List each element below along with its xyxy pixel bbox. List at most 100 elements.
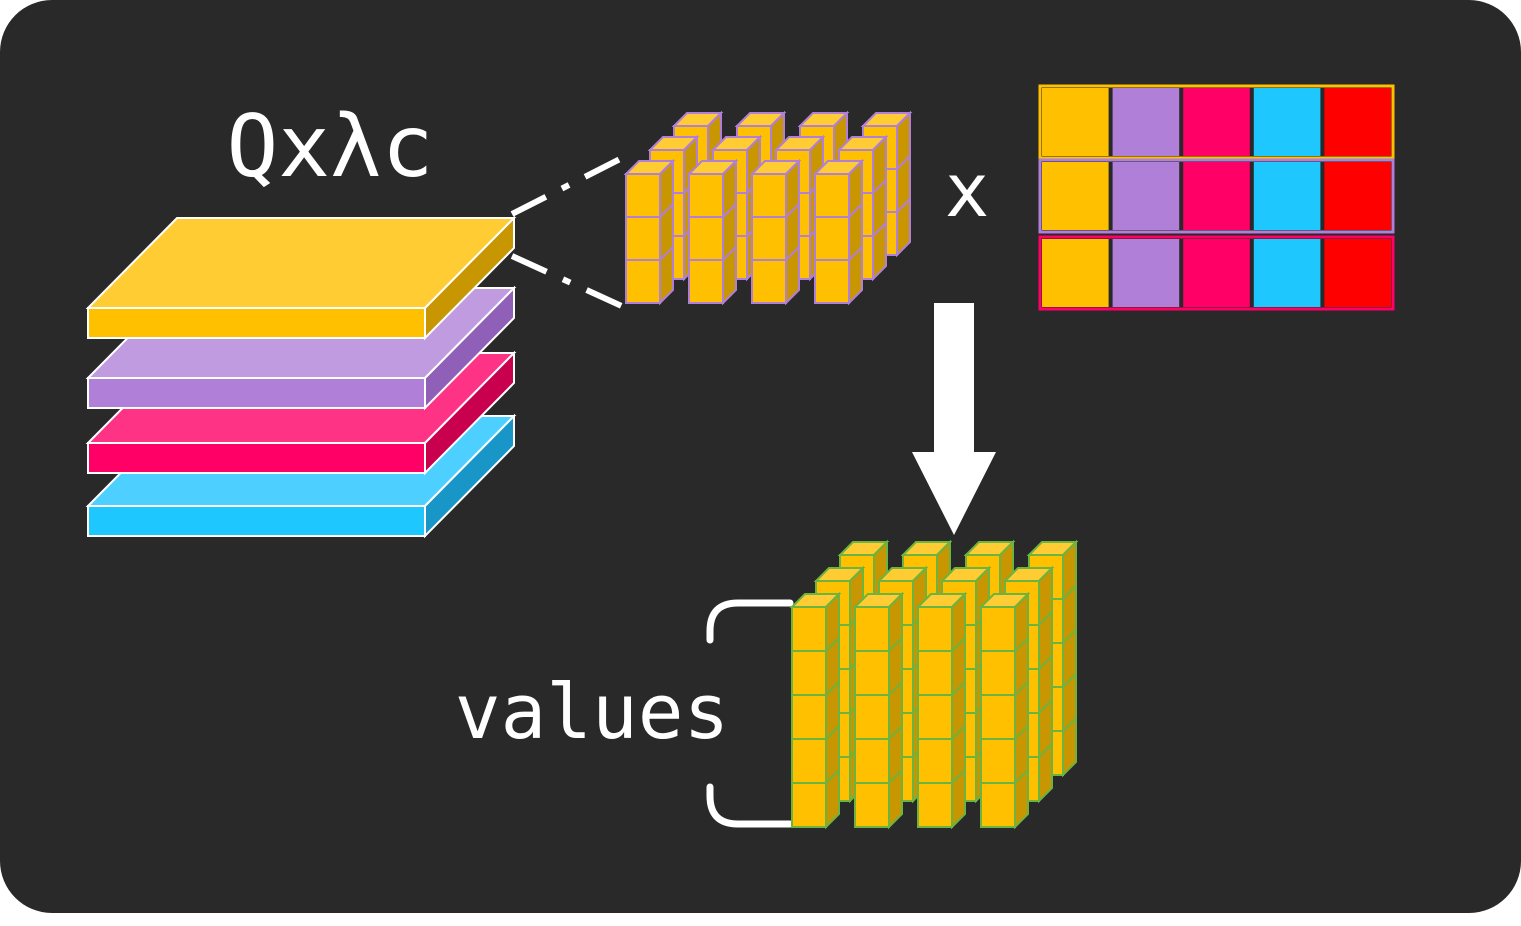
block-side-divider [888,769,903,784]
matrix-row [1038,84,1395,160]
block-side-face [825,591,840,830]
block-side-divider [659,160,674,175]
block-cell [791,738,827,784]
block-side-divider [833,112,848,127]
block-cell [917,650,953,696]
layer-front-face [87,307,426,339]
layer-stack [85,215,517,539]
matrix-cell [1042,88,1109,156]
block-cell [688,216,724,261]
block-side-divider [809,136,824,151]
block-side-divider [872,222,887,237]
block-side-face [951,591,966,830]
query-cube [623,110,913,306]
block-cell [625,216,661,261]
matrix-row-border [1038,158,1395,234]
block-side-face [1038,565,1053,804]
block-cell [791,606,827,652]
block-cell [688,173,724,218]
block-side-divider [1038,567,1053,582]
block-side-divider [888,637,903,652]
block-cell [980,782,1016,828]
block-side-divider [896,198,911,213]
block-cell [814,216,850,261]
block-side-divider [1038,655,1053,670]
block-column [915,591,968,830]
matrix-cell [1324,88,1391,156]
block-side-divider [1062,717,1077,732]
matrix-cell [1183,88,1250,156]
connector-line-top [510,153,628,217]
block-side-divider [770,112,785,127]
block-column [749,158,802,306]
block-side-divider [707,112,722,127]
block-cell [854,738,890,784]
query-label: Qxλc [226,97,433,197]
block-column [978,591,1031,830]
layer-front-face [87,377,426,409]
block-side-divider [1038,611,1053,626]
block-side-divider [896,155,911,170]
block-side-divider [722,160,737,175]
block-column [812,158,865,306]
block-side-divider [848,203,863,218]
block-cell [625,259,661,304]
connector-lines [510,153,628,311]
block-side-divider [722,246,737,261]
block-cell [917,606,953,652]
block-side-divider [825,725,840,740]
block-cell [791,694,827,740]
block-side-divider [873,541,888,556]
block-cell [791,782,827,828]
block-cell [917,782,953,828]
block-side-divider [1014,725,1029,740]
matrix-cell [1112,239,1180,307]
block-side-face [1062,539,1077,778]
matrix-row [1038,235,1395,311]
block-column [852,591,905,830]
block-side-face [1014,591,1029,830]
matrix-cell [1042,162,1109,230]
block-cell [854,606,890,652]
block-cell [980,694,1016,740]
block-cell [980,606,1016,652]
block-cell [854,694,890,740]
block-cell [751,259,787,304]
matrix-cell [1253,162,1321,230]
connector-line-bottom [510,253,628,311]
block-cell [917,694,953,740]
block-side-divider [746,136,761,151]
block-side-divider [825,593,840,608]
block-side-divider [683,136,698,151]
block-side-divider [951,637,966,652]
matrix-row-border [1038,84,1395,160]
block-side-divider [1038,699,1053,714]
matrix-cell [1112,88,1180,156]
block-side-divider [936,541,951,556]
matrix-cell [1183,239,1250,307]
matrix-cell [1183,162,1250,230]
block-column [789,591,842,830]
block-cell [917,738,953,784]
block-side-divider [975,567,990,582]
block-side-divider [1062,629,1077,644]
block-side-divider [825,769,840,784]
block-side-divider [659,246,674,261]
block-cell [751,173,787,218]
matrix-cell [1253,239,1321,307]
block-cell [980,650,1016,696]
block-side-face [872,134,887,282]
layer-front-face [87,505,426,537]
matrix-cell [1253,88,1321,156]
layer-gold [85,215,517,341]
block-side-divider [872,179,887,194]
matrix-row-border [1038,235,1395,311]
block-side-divider [896,112,911,127]
block-side-face [888,591,903,830]
matrix-row [1038,158,1395,234]
block-side-face [848,158,863,306]
block-cell [625,173,661,218]
block-side-face [896,110,911,258]
block-side-divider [1038,743,1053,758]
